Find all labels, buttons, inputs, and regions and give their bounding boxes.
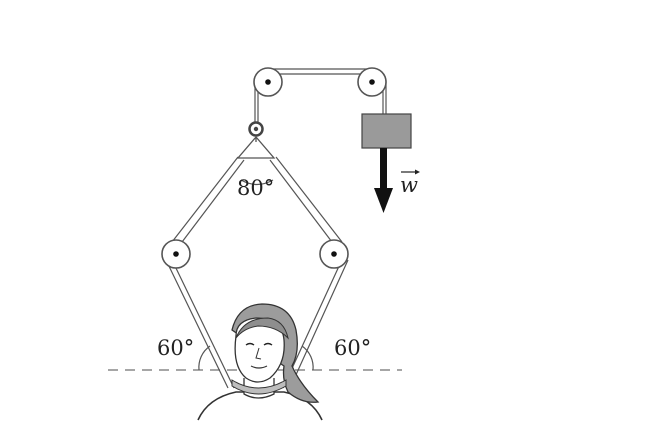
spreader-bar (236, 121, 276, 186)
left-angle-arc (198, 345, 211, 371)
pulley-right (319, 239, 349, 269)
weight-vector-label: w (400, 169, 420, 197)
rope-system (165, 68, 387, 389)
right-angle-label: 60° (334, 336, 371, 360)
apex-angle-label: 80° (237, 176, 274, 200)
right-angle-arc (301, 345, 314, 371)
left-angle-label: 60° (157, 336, 194, 360)
pulley-top-left (253, 67, 283, 97)
pulley-top-right (357, 67, 387, 97)
hanging-weight-block (361, 113, 412, 149)
pulley-left (161, 239, 191, 269)
weight-symbol-text: w (400, 173, 418, 197)
weight-arrow (374, 148, 393, 213)
patient-head (197, 303, 323, 421)
